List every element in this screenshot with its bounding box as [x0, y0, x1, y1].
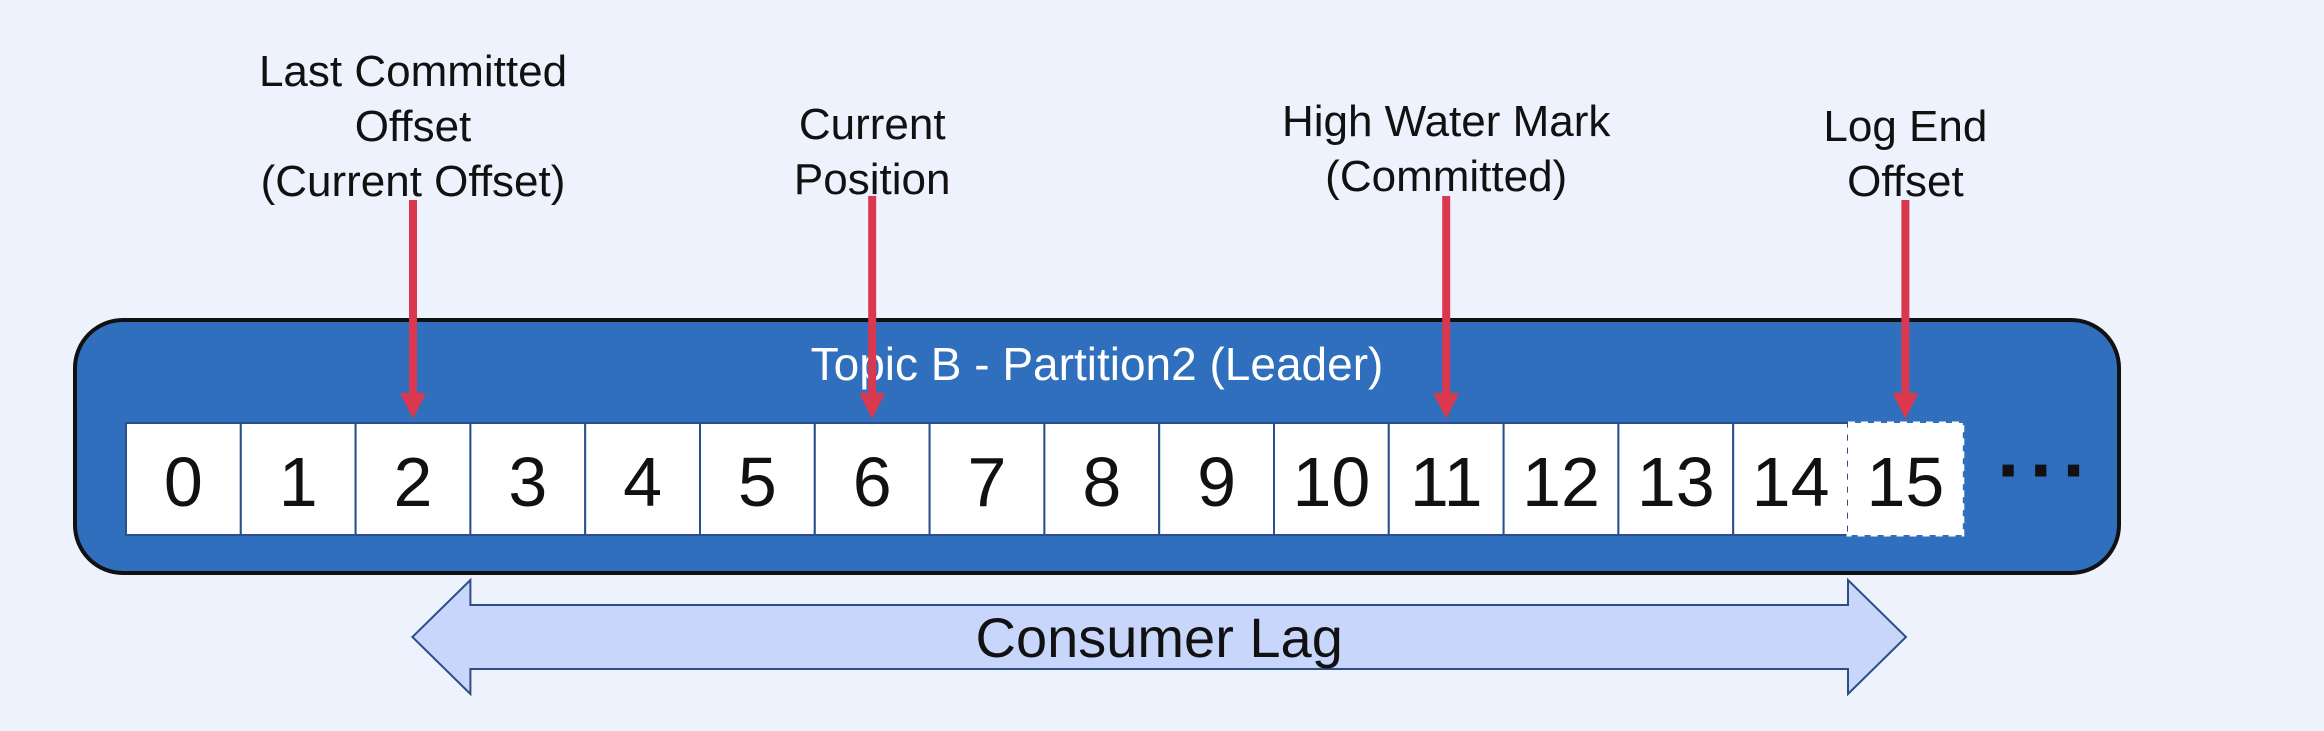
offset-cell-5: 5 [699, 422, 816, 536]
offset-cell-box [125, 422, 242, 536]
marker-label-line: Last Committed [259, 47, 567, 96]
offset-cell-8: 8 [1043, 422, 1161, 536]
partition-title: Topic B - Partition2 (Leader) [811, 338, 1384, 390]
offset-cell-4: 4 [584, 422, 702, 536]
offset-cell-label: 7 [968, 443, 1007, 521]
marker-label-line: (Current Offset) [261, 157, 566, 206]
offset-cell-label: 0 [164, 443, 203, 521]
offset-cell-15: 15 [1846, 421, 1965, 537]
offset-cell-label: 15 [1866, 443, 1944, 521]
marker-label-line: (Committed) [1325, 152, 1567, 201]
marker-label-line: Position [794, 155, 951, 204]
offset-cell-label: 2 [394, 443, 433, 521]
marker-label-line: High Water Mark [1282, 97, 1611, 146]
offset-cell-label: 11 [1410, 443, 1483, 521]
offset-cell-box [1387, 422, 1505, 536]
offset-cell-9: 9 [1158, 422, 1275, 536]
offset-cell-12: 12 [1502, 422, 1620, 536]
marker-high-water-mark: High Water Mark (Committed) [1282, 97, 1611, 419]
offset-cell-box [1273, 422, 1390, 536]
marker-label-line: Log End [1823, 102, 1987, 151]
offset-cell-7: 7 [928, 422, 1046, 536]
offset-cell-3: 3 [469, 422, 587, 536]
offset-ellipsis: ··· [1997, 425, 2095, 514]
offset-cell-box [1732, 422, 1849, 536]
offset-cell-1: 1 [239, 422, 357, 536]
marker-arrow-head [400, 393, 426, 419]
marker-label-line: Offset [355, 102, 472, 151]
offset-cell-label: 12 [1522, 443, 1600, 521]
offset-cell-box [928, 422, 1046, 536]
offset-cell-6: 6 [813, 422, 931, 536]
offset-cell-2: 2 [354, 422, 472, 536]
offset-cell-10: 10 [1273, 422, 1390, 536]
offset-cell-11: 11 [1387, 422, 1505, 536]
offset-cell-13: 13 [1617, 422, 1735, 536]
offset-cell-box [239, 422, 357, 536]
offset-cell-label: 6 [853, 443, 892, 521]
offset-cell-box [699, 422, 816, 536]
offset-cell-label: 10 [1292, 443, 1370, 521]
consumer-lag-arrow [410, 577, 1908, 697]
marker-label-line: Offset [1847, 157, 1964, 206]
offset-cell-label: 3 [508, 443, 547, 521]
offset-cell-label: 4 [623, 443, 662, 521]
offset-cell-label: 1 [279, 443, 318, 521]
offset-cell-box [584, 422, 702, 536]
offset-cell-box [469, 422, 587, 536]
marker-arrow-head [1433, 393, 1460, 419]
offset-cell-label: 14 [1752, 443, 1830, 521]
offset-cell-label: 9 [1197, 443, 1236, 521]
offset-cell-label: 13 [1637, 443, 1715, 521]
offset-cell-14: 14 [1732, 422, 1849, 536]
offset-cell-box [1617, 422, 1735, 536]
marker-label-line: Current [799, 100, 946, 149]
offset-cell-box [1043, 422, 1161, 536]
consumer-lag-label: Consumer Lag [976, 606, 1343, 669]
offset-cell-label: 5 [738, 443, 777, 521]
offset-cell-box [1502, 422, 1620, 536]
offset-cell-0: 0 [125, 422, 242, 536]
offset-cell-box [354, 422, 472, 536]
marker-arrow-head [1892, 393, 1919, 419]
offset-cell-box [1158, 422, 1275, 536]
offset-cell-box [1846, 421, 1965, 537]
offset-cell-label: 8 [1082, 443, 1121, 521]
marker-arrow-head [859, 393, 886, 419]
